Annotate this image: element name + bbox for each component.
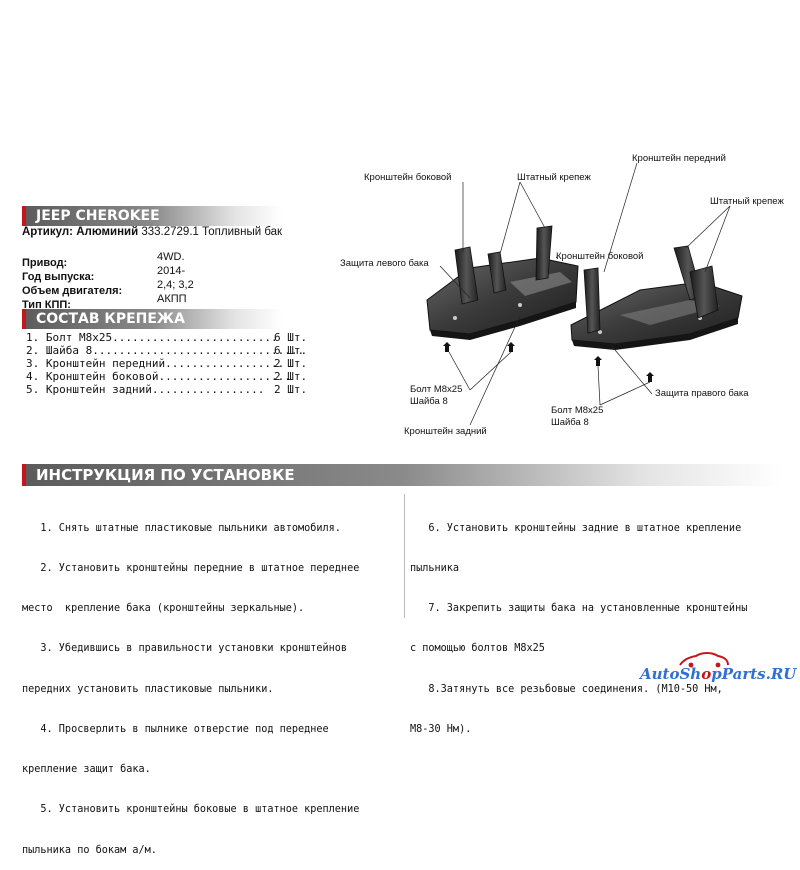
instruction-line: 3. Убедившись в правильности установки к… [22,643,348,655]
bracket-rear [583,267,601,334]
instruction-line: 4. Просверлить в пылнике отверстие под п… [22,723,329,735]
spec-value: 4WD. [157,251,185,263]
label-front-bracket: Кронштейн передний [632,153,726,164]
instruction-line: крепление защит бака. [22,764,151,776]
banner-accent-bar [22,206,26,226]
instruction-line: 5. Установить кронштейны боковые в штатн… [22,804,360,816]
fastener-qty: 2 Шт. [274,383,308,396]
fastener-name: 2. Шайба 8..............................… [26,344,305,357]
fastener-qty: 6 Шт. [274,331,308,344]
label-standard-fastener: Штатный крепеж [517,172,591,183]
spec-key: Привод: [22,257,68,269]
instruction-line: М8-30 Нм). [410,723,472,735]
site-logo: AutoShopParts.RU [640,652,797,690]
fasteners-banner: СОСТАВ КРЕПЕЖА [22,309,282,329]
spec-value: 2014- [157,265,186,277]
fastener-item: 4. Кронштейн боковой....................… [26,370,316,383]
article-line: Артикул: Алюминий 333.2729.1 Топливный б… [22,226,282,238]
label-left-tank-guard: Защита левого бака [340,258,429,269]
fastener-name: 4. Кронштейн боковой.................... [26,370,291,383]
instructions-right-column: 6. Установить кронштейны задние в штатно… [410,495,747,750]
fastener-qty: 2 Шт. [274,370,308,383]
leader-lines [439,162,731,426]
instruction-line: 8.Затянуть все резьбовые соединения. (М1… [410,683,723,695]
instructions-title: ИНСТРУКЦИЯ ПО УСТАНОВКЕ [36,466,295,484]
label-bolt: Болт М8х25 [551,405,604,416]
label-side-bracket: Кронштейн боковой [556,251,644,262]
car-silhouette-icon [679,652,729,668]
label-side-bracket: Кронштейн боковой [364,172,452,183]
instruction-line: 1. Снять штатные пластиковые пыльники ав… [22,522,341,534]
specs-block: Привод: 4WD. Год выпуска: 2014- Объем дв… [22,251,222,311]
spec-value: АКПП [157,293,187,305]
label-rear-bracket: Кронштейн задний [404,426,487,437]
column-divider [404,494,405,618]
article-label: Артикул: Алюминий [22,226,139,238]
instruction-line: пыльника [410,563,460,575]
model-title: JEEP CHEROKEE [36,208,160,224]
bracket-right-front [673,245,719,319]
fastener-name: 1. Болт М8х25......................... [26,331,278,344]
bracket-left-side [535,225,553,281]
installation-diagram [426,162,743,426]
label-washer: Шайба 8 [551,417,589,428]
instruction-line: передних установить пластиковые пыльники… [22,683,274,695]
fastener-name: 5. Кронштейн задний................. [26,383,265,396]
spec-row: Год выпуска: 2014- [22,265,222,283]
article-value: 333.2729.1 Топливный бак [141,226,283,238]
banner-accent-bar [22,309,26,329]
fastener-qty: 6 Шт. [274,344,308,357]
label-bolt: Болт М8х25 [410,384,463,395]
fastener-item: 1. Болт М8х25......................... 6… [26,331,316,344]
instruction-line: 6. Установить кронштейны задние в штатно… [410,522,742,534]
label-washer: Шайба 8 [410,396,448,407]
fastener-item: 5. Кронштейн задний................. 2 Ш… [26,383,316,396]
bolt-glyphs [443,342,654,382]
fastener-item: 3. Кронштейн передний.................. … [26,357,316,370]
banner-accent-bar [22,464,26,486]
logo-text-left: AutoSh [640,665,702,683]
instructions-left-column: 1. Снять штатные пластиковые пыльники ав… [22,495,359,870]
spec-value: 2,4; 3,2 [157,279,194,291]
fastener-item: 2. Шайба 8..............................… [26,344,316,357]
fastener-name: 3. Кронштейн передний.................. [26,357,285,370]
instruction-line: пыльника по бокам а/м. [22,844,157,856]
instruction-line: место крепление бака (кронштейны зеркаль… [22,603,305,615]
label-right-tank-guard: Защита правого бака [655,388,749,399]
spec-key: Тип КПП: [22,299,71,311]
instruction-line: с помощью болтов М8х25 [410,643,545,655]
fasteners-title: СОСТАВ КРЕПЕЖА [36,311,185,327]
spec-key: Объем двигателя: [22,285,123,297]
logo-text-right: pParts.RU [711,665,797,683]
label-standard-fastener: Штатный крепеж [710,196,784,207]
instruction-line: 2. Установить кронштейны передние в штат… [22,563,360,575]
spec-key: Год выпуска: [22,271,95,283]
instructions-banner: ИНСТРУКЦИЯ ПО УСТАНОВКЕ [22,464,782,486]
model-banner: JEEP CHEROKEE [22,206,282,226]
fastener-qty: 2 Шт. [274,357,308,370]
spec-row: Привод: 4WD. [22,251,222,269]
fasteners-list: 1. Болт М8х25......................... 6… [26,331,316,396]
logo-text-o: o [701,665,712,683]
spec-row: Объем двигателя: 2,4; 3,2 [22,279,222,297]
bracket-left-front [454,246,507,305]
spec-row: Тип КПП: АКПП [22,293,222,311]
instruction-line: 7. Закрепить защиты бака на установленны… [410,603,748,615]
